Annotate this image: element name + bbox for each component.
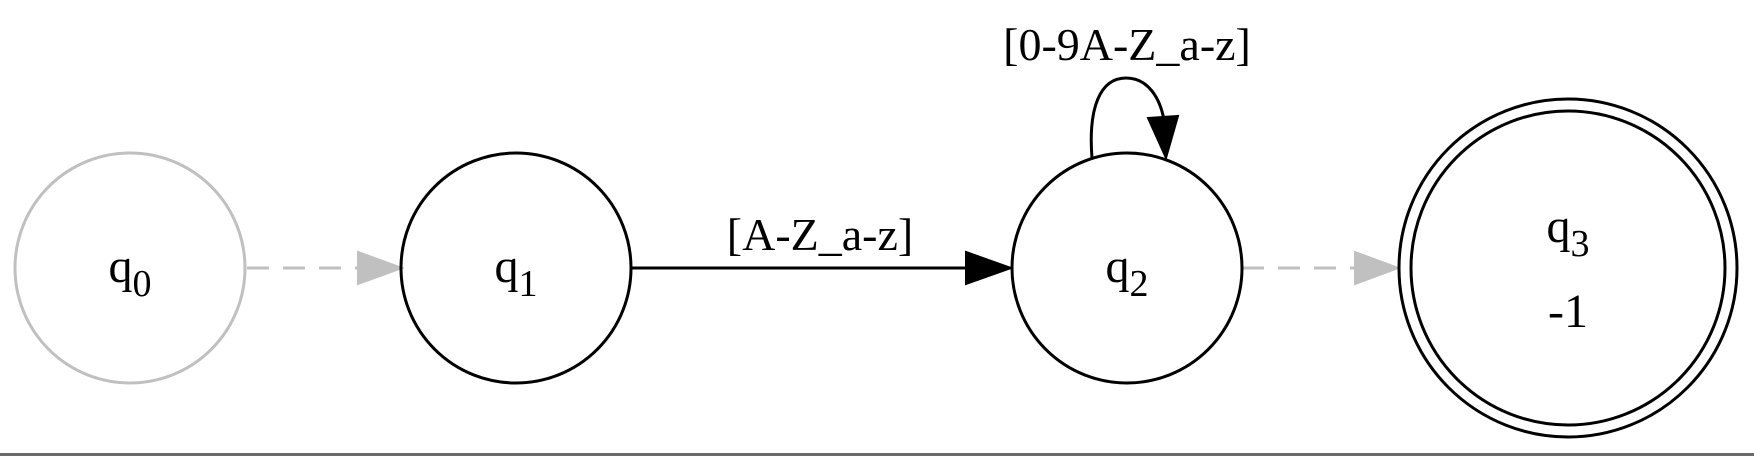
transition-q0-q1-arrowhead: [357, 250, 405, 286]
state-q1-circle: [399, 151, 633, 385]
state-q2-subscript: 2: [1130, 263, 1149, 305]
state-q3-inner-circle: [1409, 109, 1727, 427]
state-q2-name: q: [1106, 240, 1130, 293]
state-q2-label: q2: [1106, 240, 1149, 305]
transition-q2-q2-arrowhead: [1146, 114, 1180, 161]
state-q3-label: q3: [1547, 200, 1590, 265]
state-q0: q0: [13, 151, 247, 385]
state-q3-output: -1: [1548, 285, 1588, 338]
transition-q1-q2: [A-Z_a-z]: [631, 209, 1014, 286]
state-q1-label: q1: [495, 240, 538, 305]
transition-q2-q2: [0-9A-Z_a-z]: [1003, 19, 1251, 161]
transitions: [A-Z_a-z] [0-9A-Z_a-z]: [247, 19, 1401, 286]
state-q2-circle: [1010, 151, 1244, 385]
transition-q2-q3: [1242, 250, 1401, 286]
transition-q1-q2-label: [A-Z_a-z]: [727, 209, 913, 260]
transition-q1-q2-arrowhead: [965, 250, 1014, 286]
state-q1: q1: [399, 151, 633, 385]
state-q0-circle: [13, 151, 247, 385]
state-q2: q2: [1010, 151, 1244, 385]
transition-q2-q2-label: [0-9A-Z_a-z]: [1003, 19, 1251, 70]
state-q0-name: q: [109, 240, 133, 293]
state-q0-subscript: 0: [133, 263, 152, 305]
transition-q0-q1: [247, 250, 405, 286]
state-q1-subscript: 1: [519, 263, 538, 305]
state-q1-name: q: [495, 240, 519, 293]
bottom-divider: [0, 453, 1754, 456]
state-q3-outer-circle: [1397, 97, 1739, 439]
states: q0 q1 q2 q3 -1: [13, 97, 1739, 439]
transition-q2-q3-arrowhead: [1354, 250, 1401, 286]
transition-q2-q2-loop: [1089, 76, 1166, 159]
state-q3: q3 -1: [1397, 97, 1739, 439]
state-q3-subscript: 3: [1571, 223, 1590, 265]
state-q3-name: q: [1547, 200, 1571, 253]
state-q0-label: q0: [109, 240, 152, 305]
